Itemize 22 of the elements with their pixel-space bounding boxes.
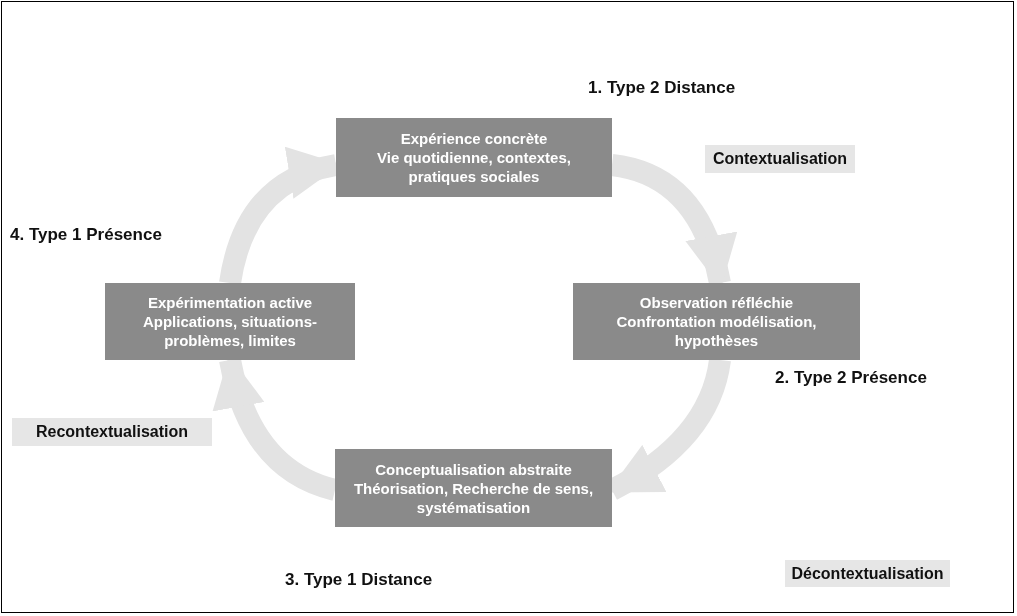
box-heading: Conceptualisation abstraite [375,459,572,479]
stage-label: 4. Type 1 Présence [10,225,162,245]
phase-label-box [785,560,950,587]
process-box [335,449,612,527]
box-text: Théorisation, Recherche de sens, systématisation [352,478,595,517]
box-heading: Expérience concrète [400,129,548,148]
box-heading: Observation réfléchie [639,293,794,312]
stage-label: 1. Type 2 Distance [588,78,736,98]
stage-label: 3. Type 1 Distance [285,570,433,590]
box-text: Vie quotidienne, contextes, pratiques sociales [376,148,572,186]
box-text: Applications, situations-problèmes, limites [141,312,319,350]
phase-label: Contextualisation [712,150,848,168]
box-text: Confrontation modélisation, hypothèses [615,312,818,350]
stage-label: 2. Type 2 Présence [775,368,927,388]
process-box [573,283,860,360]
phase-label-box [705,145,855,173]
process-box [105,283,355,360]
phase-label: Recontextualisation [36,423,188,441]
phase-label: Décontextualisation [791,564,944,583]
process-box [336,118,612,197]
phase-label-box [12,418,212,446]
box-heading: Expérimentation active [147,293,313,312]
